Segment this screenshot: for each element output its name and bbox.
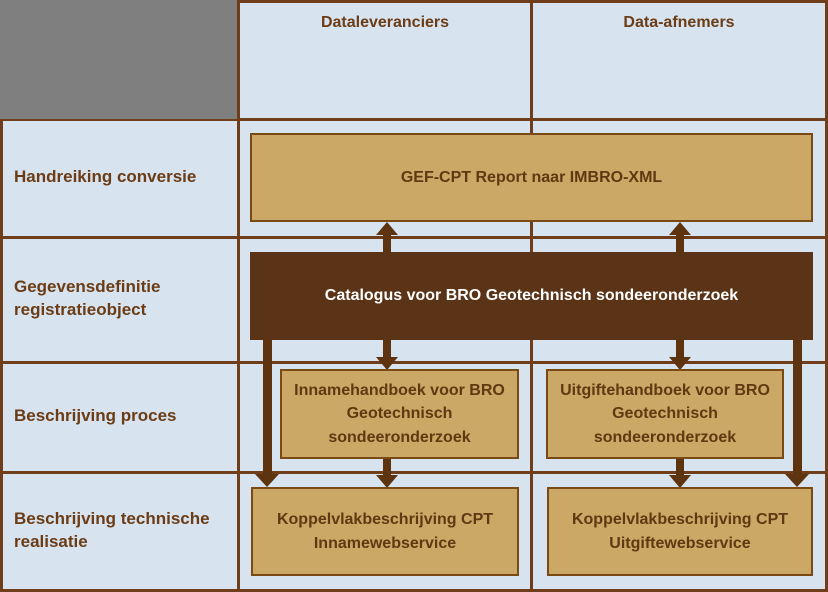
- row-label-beschrijving-technische-realisatie: Beschrijving technische realisatie: [14, 508, 210, 551]
- box-gef-cpt-report: GEF-CPT Report naar IMBRO-XML: [250, 133, 813, 222]
- grid-row-divider-3: [0, 361, 828, 364]
- arrow-down-head-catalogus-innamehandboek: [376, 357, 398, 370]
- grid-label-column-divider: [237, 0, 240, 592]
- arrow-down-catalogus-innamehandboek: [383, 340, 391, 358]
- arrow-up-catalogus-gef-left: [383, 233, 391, 252]
- arrow-down-head-innamehandboek-koppelvlak: [376, 475, 398, 488]
- grid-row-divider-4: [0, 471, 828, 474]
- box-catalogus: Catalogus voor BRO Geotechnisch sondeero…: [250, 252, 813, 340]
- arrow-down-head-catalogus-uitgiftehandboek: [669, 357, 691, 370]
- arrow-down-uitgiftehandboek-koppelvlak: [676, 458, 684, 476]
- arrow-down-head-uitgiftehandboek-koppelvlak: [669, 475, 691, 488]
- row-label-handreiking-conversie: Handreiking conversie: [14, 167, 197, 187]
- arrow-long-head-catalogus-koppelvlak-uitgifte: [785, 474, 809, 487]
- arrow-up-head-catalogus-gef-right: [669, 222, 691, 235]
- grid-right-border: [825, 0, 828, 592]
- grid-left-border: [0, 0, 3, 592]
- arrow-down-innamehandboek-koppelvlak: [383, 458, 391, 476]
- box-uitgiftehandboek: Uitgiftehandboek voor BRO Geotechnisch s…: [546, 369, 784, 459]
- arrow-long-head-catalogus-koppelvlak-inname: [255, 474, 279, 487]
- column-header-data-afnemers: Data-afnemers: [623, 14, 735, 31]
- box-innamehandboek: Innamehandboek voor BRO Geotechnisch son…: [280, 369, 519, 459]
- box-koppelvlak-inname: Koppelvlakbeschrijving CPT Innamewebserv…: [251, 487, 519, 576]
- row-label-beschrijving-proces: Beschrijving proces: [14, 406, 177, 426]
- grid-row-divider-header: [0, 118, 828, 121]
- arrow-up-catalogus-gef-right: [676, 233, 684, 252]
- column-header-dataleveranciers: Dataleveranciers: [320, 14, 450, 31]
- arrow-down-catalogus-uitgiftehandboek: [676, 340, 684, 358]
- box-koppelvlak-uitgifte: Koppelvlakbeschrijving CPT Uitgiftewebse…: [547, 487, 813, 576]
- corner-gray-cell: [0, 0, 237, 119]
- grid-row-divider-2: [0, 236, 828, 239]
- row-label-gegevensdefinitie-registratieobject: Gegevensdefinitie registratieobject: [14, 277, 161, 319]
- arrow-long-catalogus-koppelvlak-inname: [263, 340, 272, 475]
- grid-top-border: [0, 0, 828, 3]
- arrow-long-catalogus-koppelvlak-uitgifte: [793, 340, 802, 475]
- grid-bottom-border: [0, 589, 828, 592]
- arrow-up-head-catalogus-gef-left: [376, 222, 398, 235]
